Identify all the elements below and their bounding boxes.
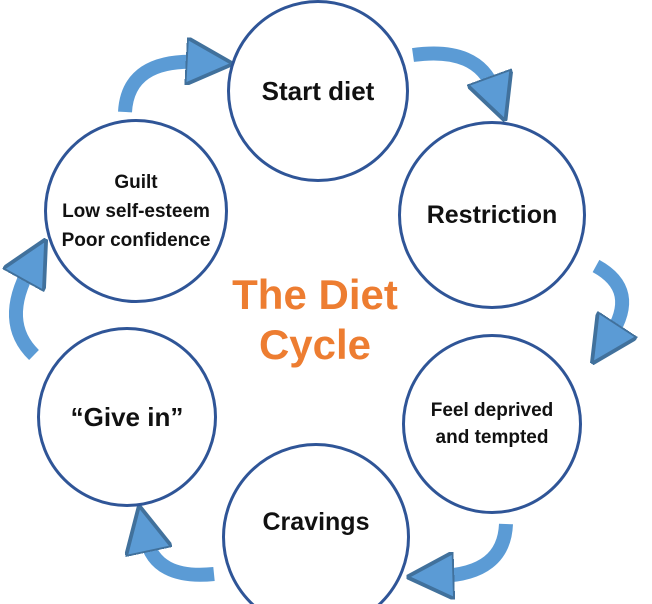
curved-arrow-icon	[118, 62, 200, 113]
node-label-line: Poor confidence	[61, 229, 211, 251]
title-line: The Diet	[232, 271, 398, 318]
node-guilt: Guilt Low self-esteem Poor confidence	[44, 119, 228, 303]
diagram-title: The Diet Cycle	[200, 270, 430, 370]
node-restriction: Restriction	[398, 121, 586, 309]
node-label: Start diet	[261, 75, 375, 106]
node-feel-deprived: Feel deprived and tempted	[402, 334, 582, 514]
node-label: Cravings	[262, 507, 370, 536]
curved-arrow-icon	[146, 538, 215, 582]
node-label-line: Feel deprived	[430, 400, 554, 421]
curved-arrow-icon	[596, 259, 622, 336]
node-label-line: Low self-esteem	[62, 200, 210, 222]
curved-arrow-icon	[16, 268, 34, 361]
node-label: Restriction	[426, 200, 558, 229]
curved-arrow-icon	[440, 523, 513, 576]
curved-arrow-icon	[412, 46, 494, 90]
node-give-in: “Give in”	[37, 327, 217, 507]
node-label-line: Guilt	[114, 171, 158, 193]
title-line: Cycle	[258, 321, 372, 368]
node-start-diet: Start diet	[227, 0, 409, 182]
node-cravings: Cravings	[222, 443, 410, 604]
node-label: “Give in”	[70, 401, 184, 432]
node-label-line: and tempted	[435, 427, 549, 448]
